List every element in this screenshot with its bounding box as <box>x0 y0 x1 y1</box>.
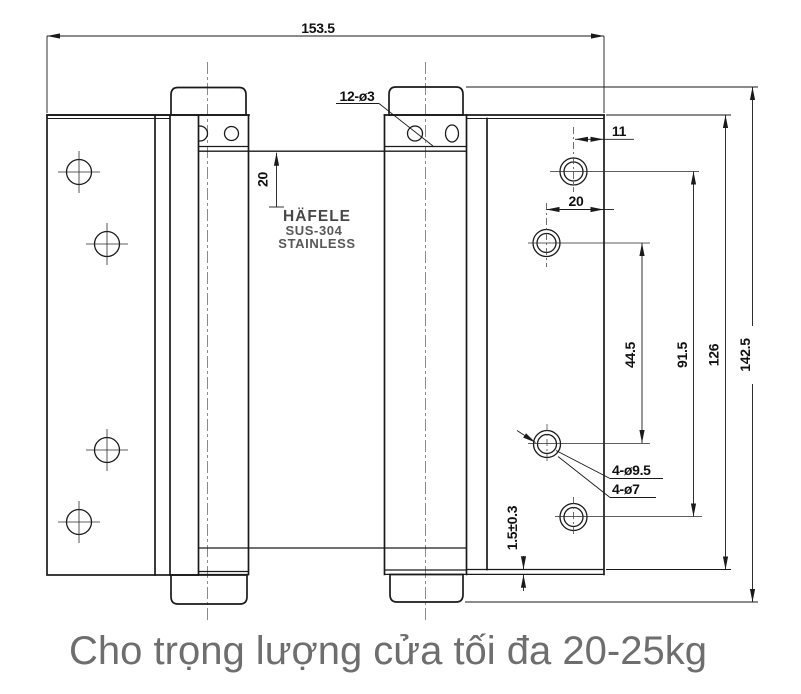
dim-through-holes: 4-ø7 <box>612 481 640 497</box>
left-leaf-hole <box>58 501 100 543</box>
dim-hole-edge-mid: 20 <box>569 193 584 209</box>
pin-centerlines <box>207 62 426 622</box>
dim-overall-height: 142.5 <box>737 338 753 372</box>
bottom-cap <box>389 573 464 603</box>
right-leaf-hole <box>550 127 699 192</box>
left-leaf <box>46 114 200 576</box>
right-leaf <box>466 114 702 576</box>
caption-text: Cho trọng lượng cửa tối đa 20-25kg <box>69 629 707 673</box>
pin-hole-small <box>406 125 424 142</box>
right-leaf-hole <box>528 203 650 267</box>
dim-hole-edge-top: 11 <box>612 123 627 139</box>
top-cap <box>388 86 464 116</box>
dimension-annotations: 153.5 12-ø3 11 20 20 44.5 91.5 126 <box>46 20 758 603</box>
dim-overall-width: 153.5 <box>301 20 335 36</box>
material-grade: SUS-304 <box>286 223 343 238</box>
bottom-cap <box>170 574 248 605</box>
left-leaf-hole <box>86 223 128 265</box>
right-leaf-hole <box>555 497 702 537</box>
dim-hole-span-outer: 91.5 <box>674 341 690 368</box>
hafele-logo: HÄFELE SUS-304 STAINLESS <box>278 208 355 251</box>
pin-hole-small <box>223 125 240 142</box>
right-leaf-hole <box>528 424 650 464</box>
pin-hole-small <box>444 124 460 143</box>
brand-name: HÄFELE <box>283 208 351 225</box>
dim-hole-span-inner: 44.5 <box>622 341 638 368</box>
dim-leaf-height: 126 <box>706 343 722 366</box>
dim-bottom-clearance: 1.5±0.3 <box>504 505 520 550</box>
pin-hole-small <box>198 125 209 142</box>
right-spring-barrel <box>383 86 605 603</box>
dim-barrel-inset: 20 <box>255 172 271 187</box>
material-label: STAINLESS <box>278 236 355 251</box>
dim-pin-holes: 12-ø3 <box>339 88 375 104</box>
left-leaf-hole <box>58 151 100 193</box>
dim-countersink-holes: 4-ø9.5 <box>612 462 651 478</box>
top-cap <box>170 86 247 116</box>
left-leaf-hole <box>86 429 128 471</box>
left-spring-barrel <box>46 86 467 605</box>
